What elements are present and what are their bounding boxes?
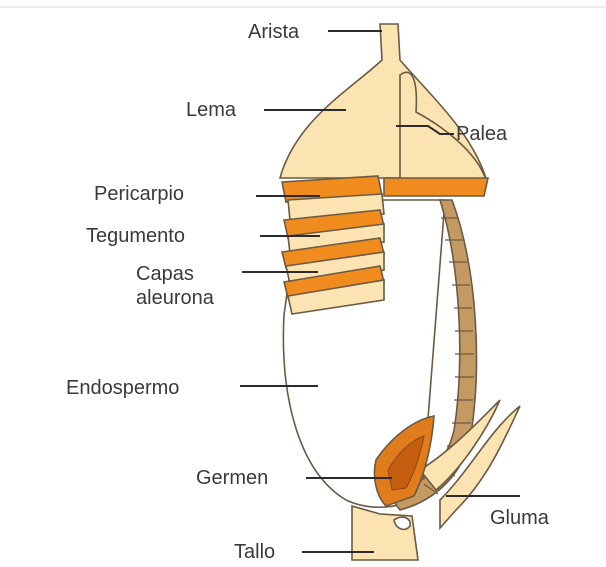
- label-capas-line1: Capas: [136, 263, 194, 285]
- label-arista: Arista: [248, 21, 300, 43]
- label-endospermo: Endospermo: [66, 377, 179, 399]
- label-capas-line2: aleurona: [136, 287, 215, 309]
- label-gluma: Gluma: [490, 507, 550, 529]
- label-germen: Germen: [196, 467, 268, 489]
- pericarp-cap: [384, 178, 488, 196]
- label-lema: Lema: [186, 99, 237, 121]
- label-tallo: Tallo: [234, 541, 275, 563]
- label-palea: Palea: [456, 123, 508, 145]
- label-tegumento: Tegumento: [86, 225, 185, 247]
- label-pericarpio: Pericarpio: [94, 183, 184, 205]
